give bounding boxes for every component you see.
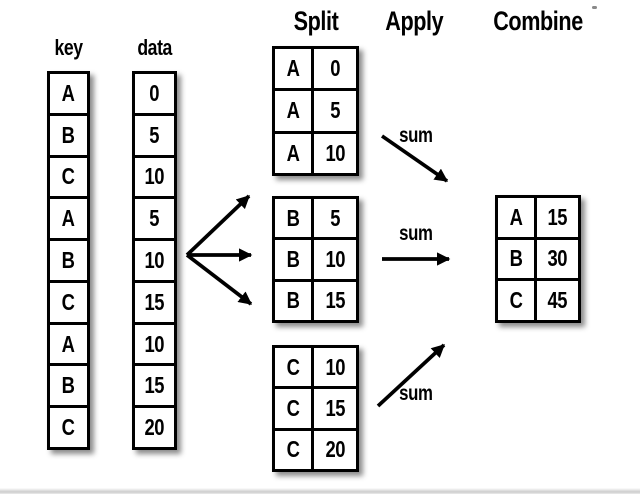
data-cell: 5	[135, 199, 174, 242]
table-cell: 0	[314, 49, 356, 92]
data-cell: 15	[135, 366, 174, 409]
bottom-edge-shadow	[0, 488, 640, 494]
data-cell: 10	[135, 158, 174, 200]
table-cell: C	[275, 348, 315, 390]
table-cell: B	[275, 281, 315, 320]
table-cell: 10	[314, 348, 356, 390]
key-cell: B	[50, 366, 87, 409]
table-cell: 15	[536, 198, 578, 240]
table-cell: 10	[314, 240, 356, 282]
table-cell: 10	[325, 139, 345, 166]
table-cell: C	[275, 430, 315, 469]
split-arrow-to-group-c	[185, 253, 253, 306]
split-arrow-to-group-a	[185, 194, 251, 257]
table-cell: 15	[325, 287, 345, 314]
table-cell: C	[498, 281, 537, 320]
table-cell: A	[498, 198, 537, 240]
data-column-label: data	[137, 35, 173, 60]
data-column: 0 5 10 5 10 15 10 15 20	[132, 71, 177, 450]
table-cell: 20	[325, 436, 345, 463]
table-cell: 30	[536, 240, 578, 282]
key-cell: B	[50, 116, 87, 158]
key-cell: C	[50, 158, 87, 200]
data-cell: 10	[135, 325, 174, 367]
table-cell: A	[275, 91, 315, 134]
key-column: A B C A B C A B C	[47, 71, 90, 450]
split-table-group-b: B 5 B 10 B 15	[272, 196, 359, 323]
section-label-combine: Combine	[493, 6, 583, 36]
data-cell: 20	[144, 414, 165, 441]
data-cell: 5	[135, 116, 174, 158]
sum-label-b: sum	[399, 222, 433, 245]
key-cell: C	[62, 414, 75, 441]
data-cell: 15	[135, 283, 174, 325]
key-cell: A	[50, 199, 87, 242]
table-cell: B	[275, 240, 315, 282]
key-cell: A	[50, 74, 87, 116]
table-cell: 5	[314, 91, 356, 134]
combine-table: A 15 B 30 C 45	[495, 195, 581, 323]
sum-label-a: sum	[399, 124, 433, 147]
sum-label-c: sum	[399, 382, 433, 405]
table-cell: 15	[314, 389, 356, 431]
table-cell: A	[275, 133, 315, 173]
image-speck	[592, 6, 597, 9]
section-label-apply: Apply	[384, 6, 443, 36]
split-table-group-a: A 0 A 5 A 10	[272, 46, 359, 176]
key-cell: C	[50, 283, 87, 325]
key-cell: A	[50, 325, 87, 367]
key-column-label: key	[54, 35, 84, 60]
table-cell: B	[275, 199, 315, 241]
key-cell: B	[50, 241, 87, 283]
split-table-group-c: C 10 C 15 C 20	[272, 345, 359, 472]
table-cell: B	[498, 239, 537, 282]
section-label-split: Split	[293, 6, 339, 36]
table-cell: A	[275, 49, 315, 92]
data-cell: 10	[135, 241, 174, 283]
table-cell: 5	[314, 199, 356, 241]
data-cell: 0	[135, 74, 174, 116]
table-cell: C	[275, 389, 315, 431]
table-cell: 45	[547, 287, 568, 314]
